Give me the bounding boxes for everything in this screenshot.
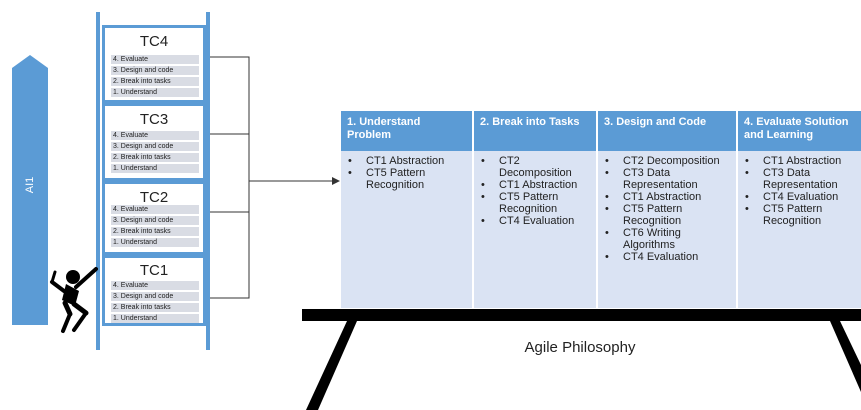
step-understand: 1. Understand xyxy=(111,164,199,173)
ct-list: CT2 Decomposition CT3 Data Representatio… xyxy=(601,155,732,263)
step-design-and-code: 3. Design and code xyxy=(111,66,199,75)
list-item: CT5 Pattern Recognition xyxy=(344,167,468,191)
list-item: CT1 Abstraction xyxy=(741,155,857,167)
climber-head xyxy=(66,270,80,284)
list-item: CT4 Evaluation xyxy=(741,191,857,203)
step-break-into-tasks: 2. Break into tasks xyxy=(111,227,199,236)
climber-figure xyxy=(50,267,98,333)
table-left-leg xyxy=(306,321,357,410)
column-body: CT1 Abstraction CT3 Data Representation … xyxy=(738,151,861,308)
bracket-line xyxy=(210,56,250,299)
column-body: CT2 Decomposition CT1 Abstraction CT5 Pa… xyxy=(474,151,596,308)
column-body: CT1 Abstraction CT5 Pattern Recognition xyxy=(341,151,472,308)
ladder-right-rail xyxy=(206,12,210,350)
foundation-label: Agile Philosophy xyxy=(524,339,636,356)
climber-leg-front-shin xyxy=(72,311,88,332)
column-break-into-tasks: 2. Break into Tasks CT2 Decomposition CT… xyxy=(474,111,596,308)
step-understand: 1. Understand xyxy=(111,314,199,323)
column-body: CT2 Decomposition CT3 Data Representatio… xyxy=(598,151,736,308)
step-understand: 1. Understand xyxy=(111,88,199,97)
table-right-leg xyxy=(830,321,861,392)
progress-arrow-label: AI1 xyxy=(24,176,36,194)
list-item: CT2 Decomposition xyxy=(477,155,592,179)
step-evaluate: 4. Evaluate xyxy=(111,55,199,64)
task-cycle-tc1: TC1 4. Evaluate 3. Design and code 2. Br… xyxy=(102,255,206,326)
task-cycle-title: TC3 xyxy=(139,111,169,128)
progress-arrow-shape xyxy=(12,55,48,325)
step-evaluate: 4. Evaluate xyxy=(111,131,199,140)
climber-arm-back xyxy=(50,280,66,293)
climber-torso xyxy=(62,284,79,306)
list-item: CT2 Decomposition xyxy=(601,155,732,167)
task-cycle-tc4: TC4 4. Evaluate 3. Design and code 2. Br… xyxy=(102,25,206,103)
list-item: CT5 Pattern Recognition xyxy=(477,191,592,215)
step-evaluate: 4. Evaluate xyxy=(111,205,199,214)
list-item: CT1 Abstraction xyxy=(477,179,592,191)
step-break-into-tasks: 2. Break into tasks xyxy=(111,77,199,86)
column-design-and-code: 3. Design and Code CT2 Decomposition CT3… xyxy=(598,111,736,308)
ct-list: CT1 Abstraction CT5 Pattern Recognition xyxy=(344,155,468,191)
list-item: CT5 Pattern Recognition xyxy=(601,203,732,227)
list-item: CT3 Data Representation xyxy=(601,167,732,191)
step-design-and-code: 3. Design and code xyxy=(111,292,199,301)
list-item: CT4 Evaluation xyxy=(477,215,592,227)
list-item: CT1 Abstraction xyxy=(344,155,468,167)
list-item: CT3 Data Representation xyxy=(741,167,857,191)
ladder-left-rail xyxy=(96,12,100,350)
climber-leg-back xyxy=(62,300,73,317)
table-top-bar xyxy=(302,309,861,321)
climber-leg-front xyxy=(71,301,89,316)
task-cycle-tc2: TC2 4. Evaluate 3. Design and code 2. Br… xyxy=(102,181,206,255)
step-evaluate: 4. Evaluate xyxy=(111,281,199,290)
step-design-and-code: 3. Design and code xyxy=(111,142,199,151)
climber-leg-back-shin xyxy=(61,312,72,333)
column-evaluate-solution: 4. Evaluate Solution and Learning CT1 Ab… xyxy=(738,111,861,308)
column-header: 2. Break into Tasks xyxy=(474,111,596,151)
climber-arm-back-hand xyxy=(50,270,57,284)
climber-arm-up xyxy=(74,267,98,289)
task-cycle-title: TC1 xyxy=(139,262,169,279)
step-break-into-tasks: 2. Break into tasks xyxy=(111,303,199,312)
task-cycle-title: TC4 xyxy=(139,33,169,50)
step-design-and-code: 3. Design and code xyxy=(111,216,199,225)
step-understand: 1. Understand xyxy=(111,238,199,247)
task-cycle-tc3: TC3 4. Evaluate 3. Design and code 2. Br… xyxy=(102,103,206,181)
list-item: CT1 Abstraction xyxy=(601,191,732,203)
column-header: 4. Evaluate Solution and Learning xyxy=(738,111,861,151)
list-item: CT4 Evaluation xyxy=(601,251,732,263)
list-item: CT5 Pattern Recognition xyxy=(741,203,857,227)
connector-arrow-head xyxy=(332,177,340,185)
ct-list: CT2 Decomposition CT1 Abstraction CT5 Pa… xyxy=(477,155,592,227)
list-item: CT6 Writing Algorithms xyxy=(601,227,732,251)
task-cycle-title: TC2 xyxy=(139,189,169,206)
column-header: 1. Understand Problem xyxy=(341,111,472,151)
ct-list: CT1 Abstraction CT3 Data Representation … xyxy=(741,155,857,227)
column-header: 3. Design and Code xyxy=(598,111,736,151)
step-break-into-tasks: 2. Break into tasks xyxy=(111,153,199,162)
column-understand-problem: 1. Understand Problem CT1 Abstraction CT… xyxy=(341,111,472,308)
